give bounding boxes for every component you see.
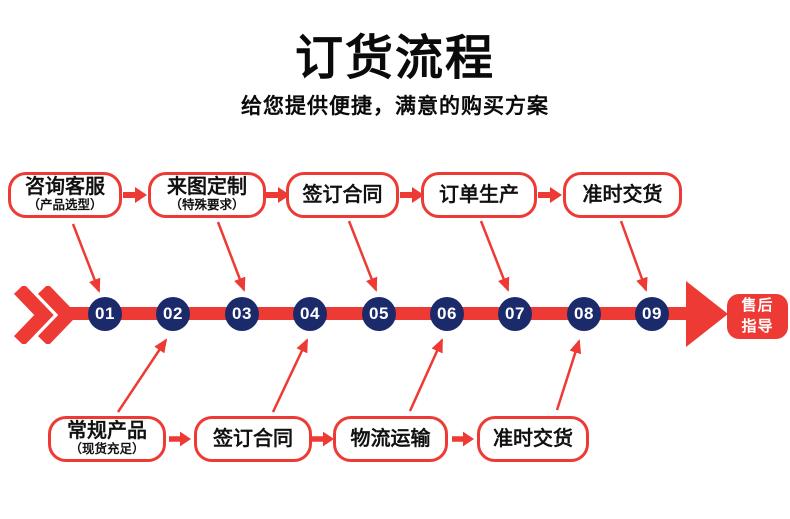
step-sublabel: （特殊要求）: [169, 198, 245, 213]
step-label: 咨询客服: [25, 176, 105, 199]
step-label: 签订合同: [302, 183, 383, 206]
arrow-right-icon: [538, 187, 562, 203]
step-label: 准时交货: [582, 183, 663, 206]
bottom-step-standard-product: 常规产品 （现货充足）: [48, 416, 166, 462]
arrow-right-icon: [266, 187, 290, 203]
timeline-node-02: 02: [156, 297, 190, 331]
step-label: 签订合同: [213, 427, 293, 450]
arrow-right-icon: [123, 187, 147, 203]
arrow-right-icon: [312, 431, 334, 447]
top-step-production: 订单生产: [421, 172, 537, 218]
bottom-step-delivery: 准时交货: [477, 416, 589, 462]
arrow-right-icon: [452, 431, 474, 447]
top-step-delivery: 准时交货: [563, 172, 682, 218]
connector-arrow-up-2: [271, 338, 309, 413]
connector-arrow-up-1: [116, 338, 168, 413]
step-sublabel: （现货充足）: [69, 442, 145, 457]
top-step-consult: 咨询客服 （产品选型）: [8, 172, 122, 218]
top-step-custom-drawing: 来图定制 （特殊要求）: [148, 172, 266, 218]
page-subtitle: 给您提供便捷，满意的购买方案: [241, 95, 549, 118]
bottom-step-sign-contract: 签订合同: [194, 416, 312, 462]
aftersale-line2: 指导: [741, 317, 774, 335]
timeline-node-06: 06: [430, 297, 464, 331]
connector-arrow-up-4: [555, 339, 582, 411]
step-label: 来图定制: [167, 176, 247, 199]
step-label: 准时交货: [493, 427, 573, 450]
connector-arrow-down-5: [619, 220, 648, 292]
chevron-double-right-icon: [13, 286, 74, 344]
connector-arrow-down-1: [71, 223, 101, 293]
arrow-right-icon: [400, 187, 424, 203]
timeline-node-03: 03: [225, 297, 259, 331]
timeline-node-07: 07: [498, 297, 532, 331]
connector-arrow-up-3: [408, 338, 444, 412]
connector-arrow-down-4: [479, 220, 510, 292]
timeline-node-05: 05: [362, 297, 396, 331]
page-title: 订货流程: [294, 32, 495, 85]
step-label: 常规产品: [67, 420, 147, 443]
top-step-sign-contract: 签订合同: [286, 172, 399, 218]
aftersale-line1: 售后: [741, 297, 774, 315]
step-label: 物流运输: [350, 427, 431, 450]
timeline-node-08: 08: [567, 297, 601, 331]
bottom-step-logistics: 物流运输: [333, 416, 448, 462]
arrow-right-icon: [169, 431, 191, 447]
connector-arrow-down-2: [216, 221, 246, 292]
timeline-node-04: 04: [293, 297, 327, 331]
connector-arrow-down-3: [347, 220, 378, 292]
timeline-node-09: 09: [635, 297, 669, 331]
timeline-arrowhead-icon: [686, 281, 728, 347]
timeline-node-01: 01: [88, 297, 122, 331]
aftersale-guidance-badge: 售后 指导: [727, 294, 788, 339]
step-label: 订单生产: [439, 183, 519, 206]
step-sublabel: （产品选型）: [27, 198, 103, 213]
